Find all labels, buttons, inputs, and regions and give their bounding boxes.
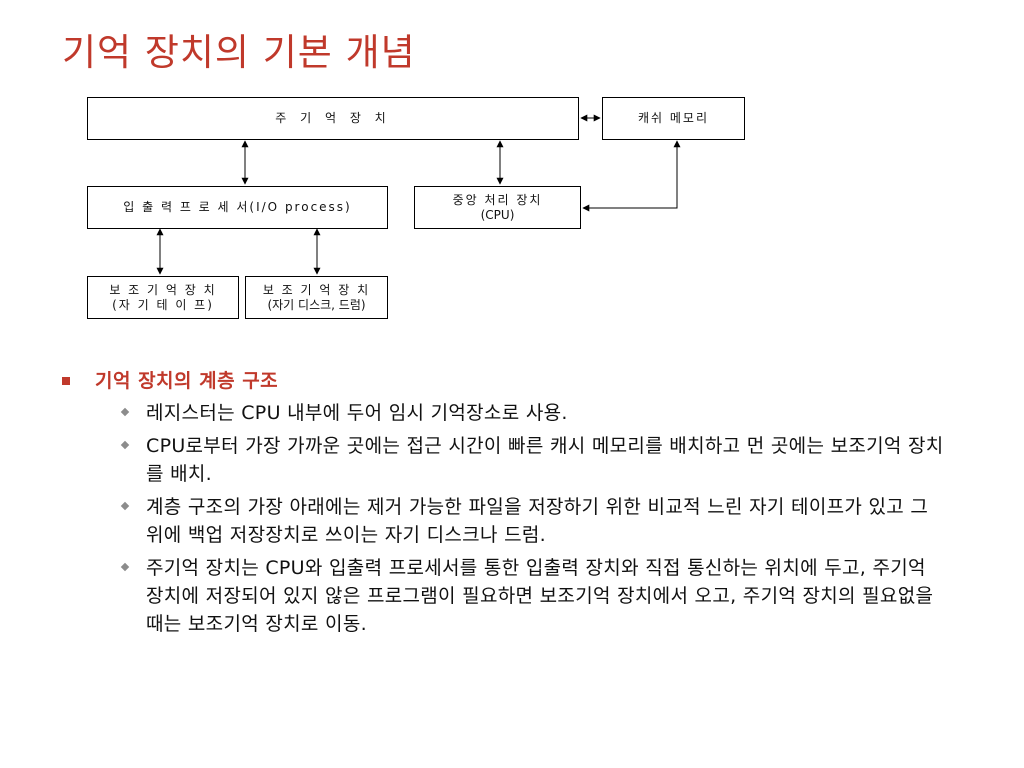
arrow-cache-cpu	[582, 140, 681, 212]
main-memory-box: 주 기 억 장 치	[87, 97, 579, 140]
list-item-text: CPU로부터 가장 가까운 곳에는 접근 시간이 빠른 캐시 메모리를 배치하고…	[146, 435, 944, 485]
diamond-bullet-icon	[120, 407, 130, 417]
list-item: 주기억 장치는 CPU와 입출력 프로세서를 통한 입출력 장치와 직접 통신하…	[116, 554, 946, 638]
slide-title: 기억 장치의 기본 개념	[62, 31, 416, 74]
bullet-list: 레지스터는 CPU 내부에 두어 임시 기억장소로 사용. CPU로부터 가장 …	[62, 399, 1012, 638]
diamond-bullet-icon	[120, 562, 130, 572]
aux-disk-label-line1: 보 조 기 억 장 치	[262, 282, 371, 297]
aux-storage-disk-box: 보 조 기 억 장 치 (자기 디스크, 드럼)	[245, 276, 388, 319]
list-item: 계층 구조의 가장 아래에는 제거 가능한 파일을 저장하기 위한 비교적 느린…	[116, 493, 946, 549]
section-heading: 기억 장치의 계층 구조	[62, 366, 1012, 393]
slide-content: 기억 장치의 계층 구조 레지스터는 CPU 내부에 두어 임시 기억장소로 사…	[62, 366, 1012, 643]
io-processor-box: 입 출 력 프 로 세 서(I/O process)	[87, 186, 388, 229]
aux-tape-label-line1: 보 조 기 억 장 치	[109, 282, 217, 297]
diagram-connectors	[156, 114, 681, 275]
aux-disk-label-line2: (자기 디스크, 드럼)	[267, 297, 366, 312]
list-item: CPU로부터 가장 가까운 곳에는 접근 시간이 빠른 캐시 메모리를 배치하고…	[116, 432, 946, 488]
cpu-label-line2: (CPU)	[480, 207, 515, 222]
list-item-text: 레지스터는 CPU 내부에 두어 임시 기억장소로 사용.	[146, 402, 568, 424]
io-processor-label: 입 출 력 프 로 세 서(I/O process)	[123, 200, 352, 214]
list-item: 레지스터는 CPU 내부에 두어 임시 기억장소로 사용.	[116, 399, 946, 427]
section-heading-text: 기억 장치의 계층 구조	[95, 370, 279, 392]
main-memory-label: 주 기 억 장 치	[275, 111, 391, 125]
cache-memory-label: 캐쉬 메모리	[637, 111, 709, 125]
list-item-text: 계층 구조의 가장 아래에는 제거 가능한 파일을 저장하기 위한 비교적 느린…	[146, 496, 929, 546]
cpu-label-line1: 중앙 처리 장치	[452, 192, 543, 207]
aux-tape-label-line2: (자 기 테 이 프)	[112, 297, 214, 312]
diamond-bullet-icon	[120, 501, 130, 511]
square-bullet-icon	[62, 377, 70, 385]
aux-storage-tape-box: 보 조 기 억 장 치 (자 기 테 이 프)	[87, 276, 239, 319]
cache-memory-box: 캐쉬 메모리	[602, 97, 745, 140]
diamond-bullet-icon	[120, 440, 130, 450]
list-item-text: 주기억 장치는 CPU와 입출력 프로세서를 통한 입출력 장치와 직접 통신하…	[146, 557, 934, 635]
cpu-box: 중앙 처리 장치 (CPU)	[414, 186, 581, 229]
memory-hierarchy-diagram: 주 기 억 장 치 캐쉬 메모리 입 출 력 프 로 세 서(I/O proce…	[0, 0, 1024, 340]
